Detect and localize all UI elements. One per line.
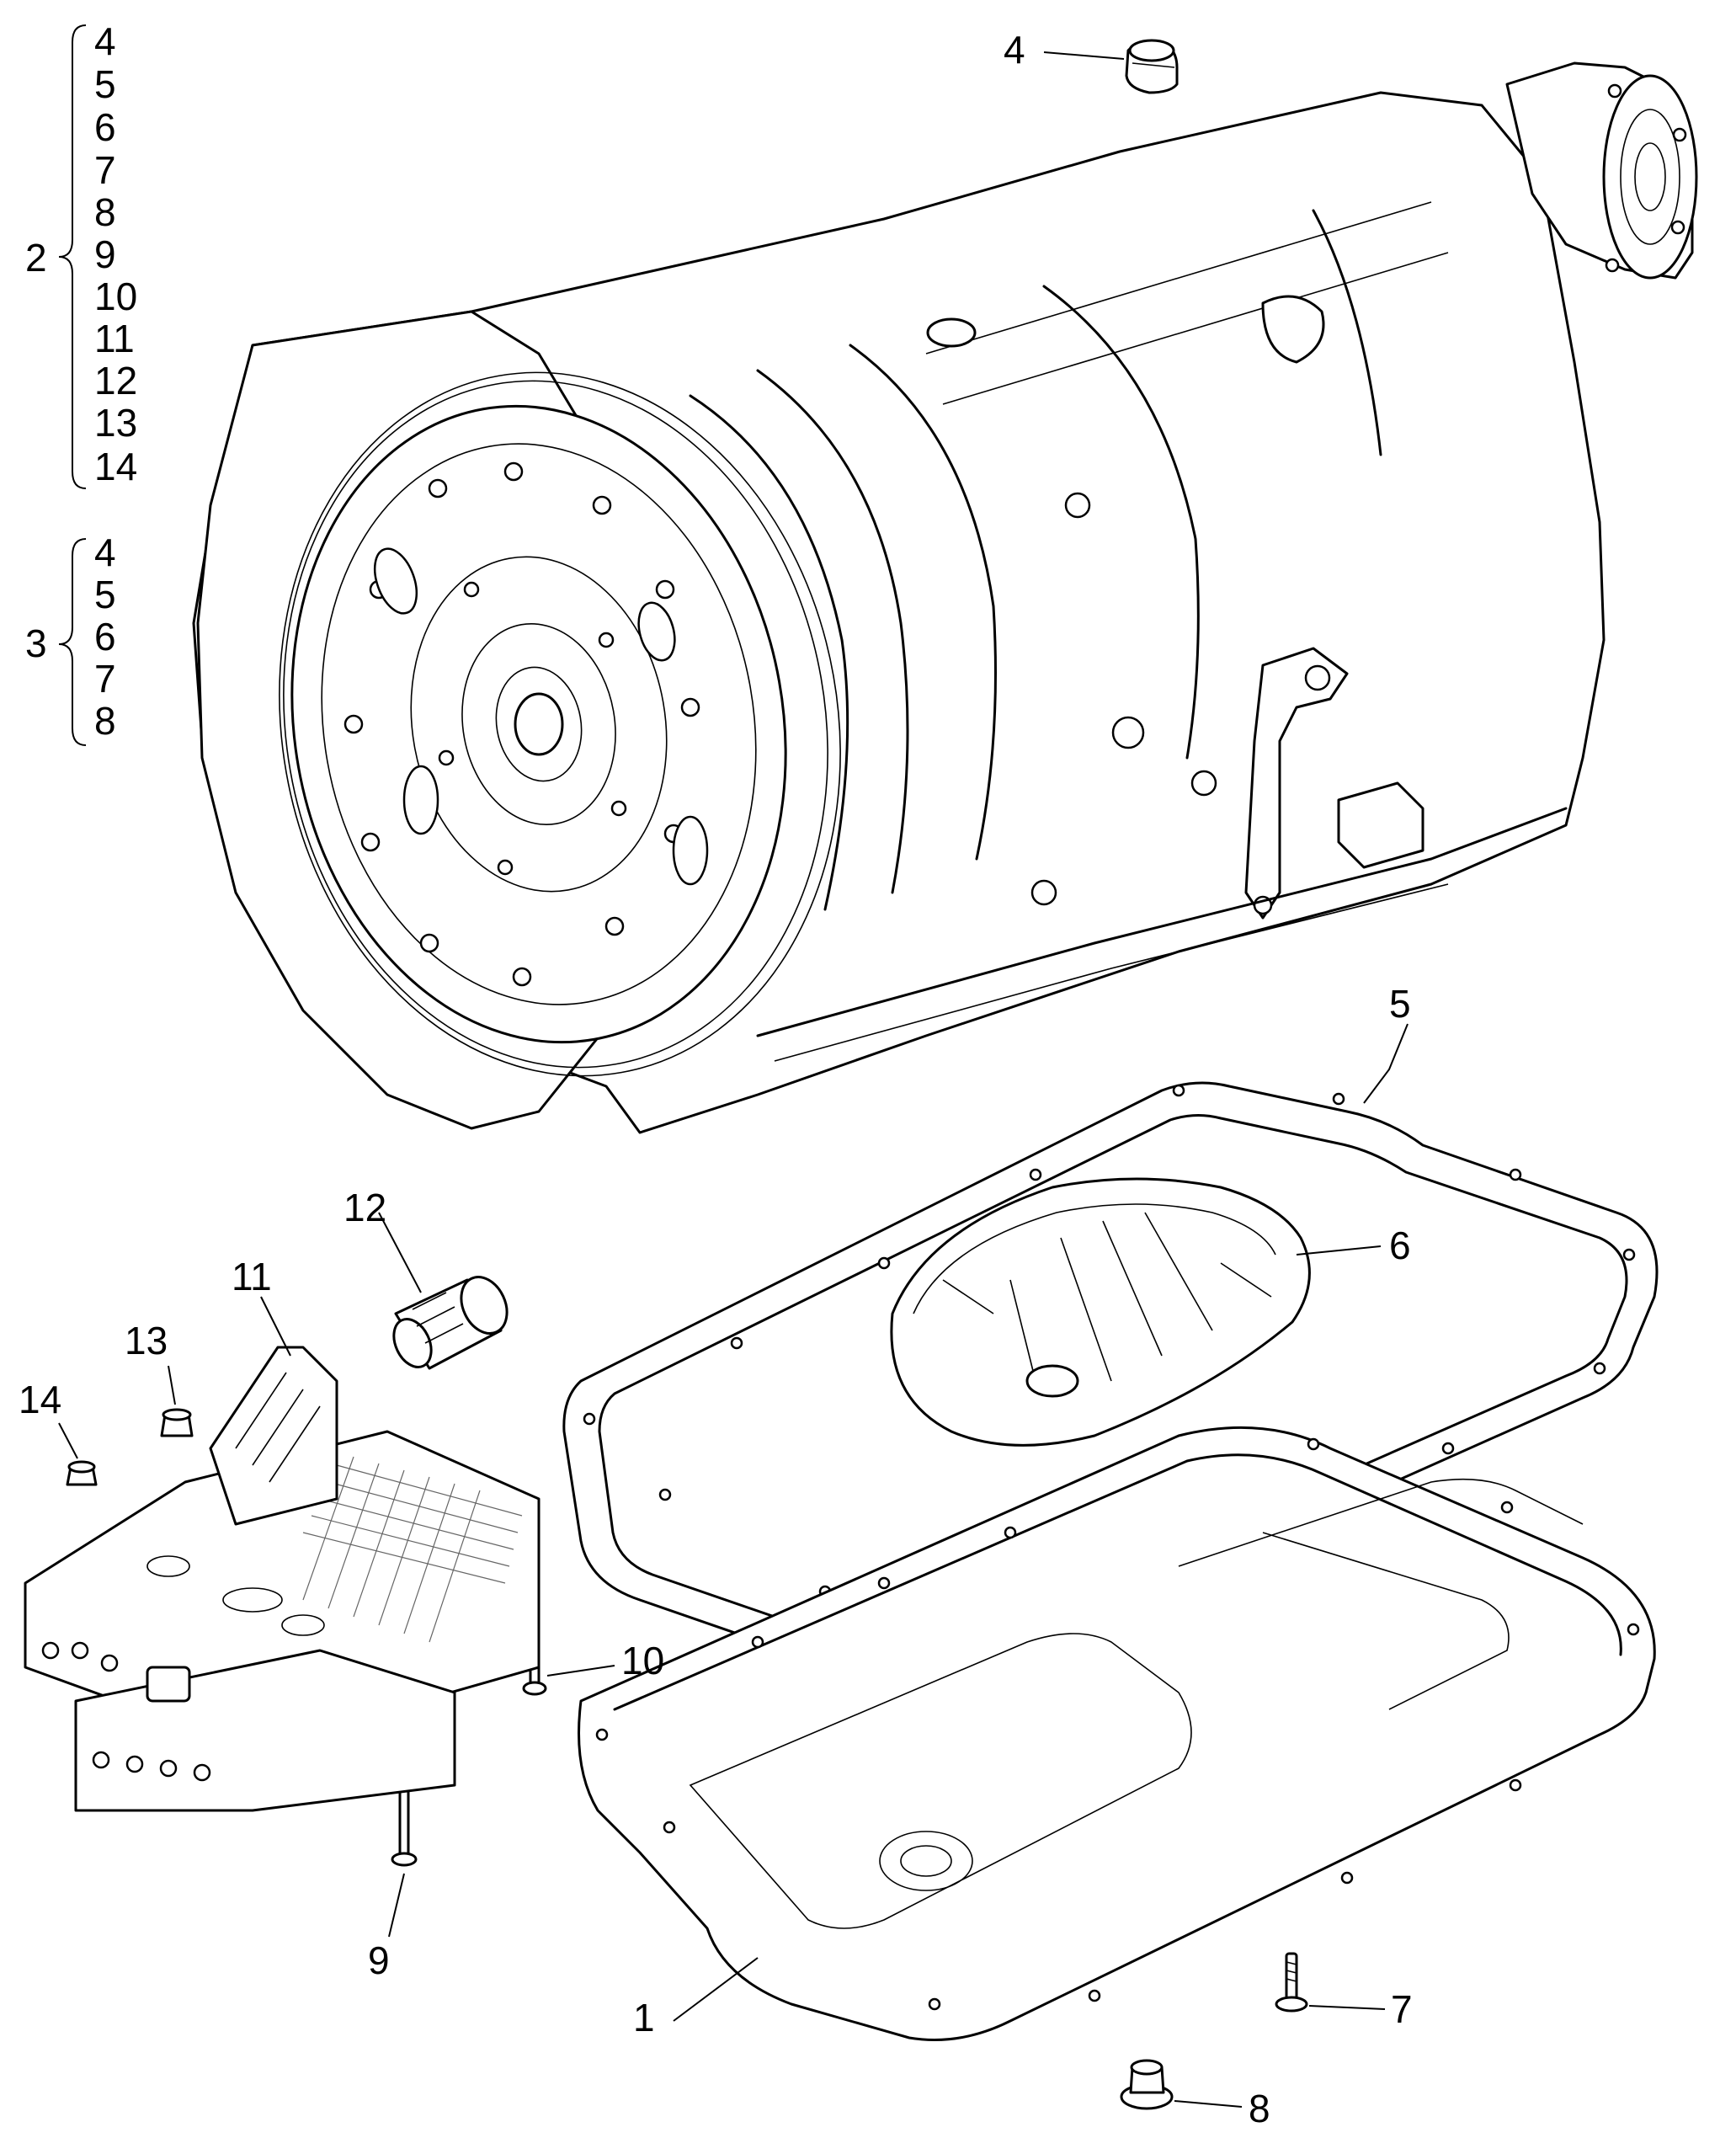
group-2-item: 11	[94, 317, 135, 360]
part-7-bolt	[1275, 1952, 1386, 2013]
callout-12: 12	[343, 1186, 386, 1229]
group-2-item: 4	[94, 19, 116, 63]
callout-7: 7	[1391, 1987, 1413, 2031]
case-details	[689, 201, 1568, 1062]
callout-11: 11	[232, 1255, 272, 1298]
callout-14: 14	[19, 1378, 61, 1421]
group-2-item: 12	[94, 359, 137, 403]
output-flange	[1505, 61, 1698, 280]
group-3-item: 6	[94, 615, 116, 658]
group-3-item: 8	[94, 699, 116, 743]
group-2-item: 6	[94, 105, 116, 149]
group-2-item: 5	[94, 62, 116, 106]
bell-housing	[196, 310, 841, 1130]
callout-8: 8	[1249, 2087, 1270, 2130]
group-3-item: 5	[94, 573, 116, 616]
callout-1: 1	[633, 1996, 655, 2039]
group-2-item: 9	[94, 232, 116, 276]
callout-10: 10	[621, 1639, 664, 1682]
part-6-filter	[890, 1177, 1382, 1447]
group-3-item: 4	[94, 531, 116, 574]
group-2-item: 13	[94, 401, 137, 445]
group-2-item: 7	[94, 148, 116, 192]
transmission-assembly	[192, 61, 1698, 1134]
group-2-item: 14	[94, 445, 137, 488]
group-2-label: 2	[25, 236, 47, 280]
callout-5: 5	[1389, 982, 1411, 1026]
group-2-item: 10	[94, 275, 137, 318]
group-3-item: 7	[94, 657, 116, 701]
group-3-label: 3	[25, 621, 47, 665]
callout-6: 6	[1389, 1224, 1411, 1267]
callout-labels: 4 5 6 7 8 9 10 11 12 13 14 1	[19, 28, 1413, 2130]
group-3-list: 3 4 5 6 7 8	[25, 531, 116, 746]
part-8-drain-plug	[1120, 2059, 1243, 2110]
group-2-list: 2 4 5 6 7 8 9 10 11 12 13 14	[25, 19, 137, 489]
valve-body-grid	[302, 1456, 523, 1643]
part-1-oil-pan	[578, 1426, 1656, 2041]
part-12-sleeve	[378, 1212, 509, 1370]
callout-4: 4	[1004, 28, 1025, 72]
part-14-nut	[58, 1422, 98, 1486]
group-2-item: 8	[94, 190, 116, 234]
part-13-nut	[160, 1365, 194, 1437]
part-11-valve-body	[24, 1296, 541, 1812]
part-4-plug	[1043, 39, 1179, 94]
callout-13: 13	[125, 1319, 168, 1362]
callout-9: 9	[368, 1938, 390, 1982]
